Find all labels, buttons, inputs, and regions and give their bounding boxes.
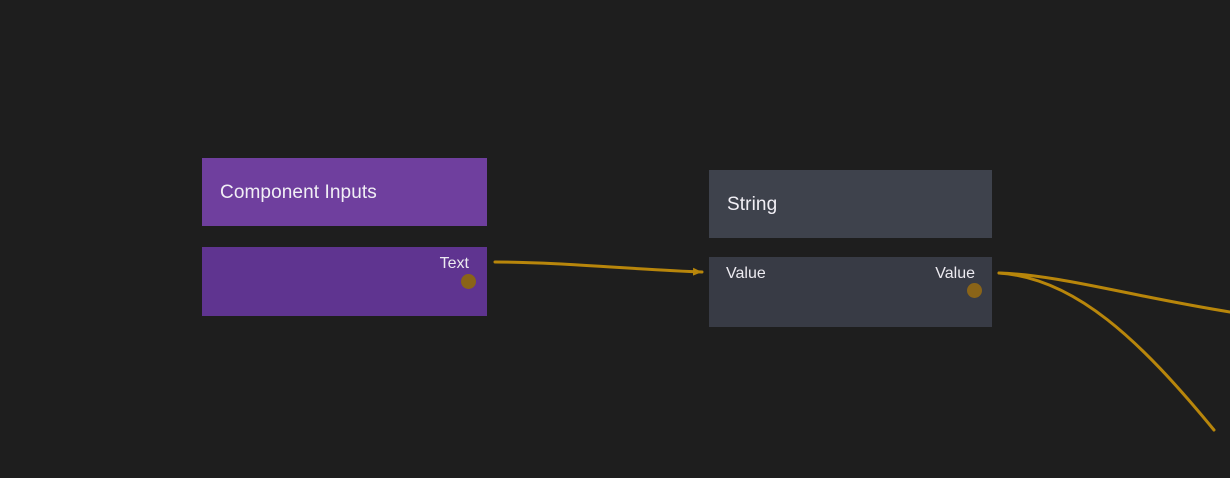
edge-value-out-upper [997, 271, 1230, 314]
node-component-inputs[interactable]: Component Inputs Text [202, 158, 487, 316]
output-row-text[interactable]: Text [220, 247, 476, 289]
edge-value-out-lower [997, 271, 1216, 432]
node-body: Value Value [709, 257, 992, 327]
node-header[interactable]: String [709, 170, 992, 238]
node-string[interactable]: String Value Value [709, 170, 992, 327]
node-title: Component Inputs [220, 181, 377, 203]
text-output-port[interactable] [461, 274, 476, 289]
node-title: String [727, 193, 778, 215]
value-port-row[interactable]: Value Value [726, 257, 982, 298]
value-output-port[interactable] [967, 283, 982, 298]
output-port-label-text: Text [439, 255, 469, 272]
output-port-label-value: Value [935, 265, 975, 282]
input-port-label-value: Value [726, 265, 766, 282]
node-header[interactable]: Component Inputs [202, 158, 487, 226]
edge-text-to-value [493, 260, 704, 276]
node-body: Text [202, 247, 487, 316]
